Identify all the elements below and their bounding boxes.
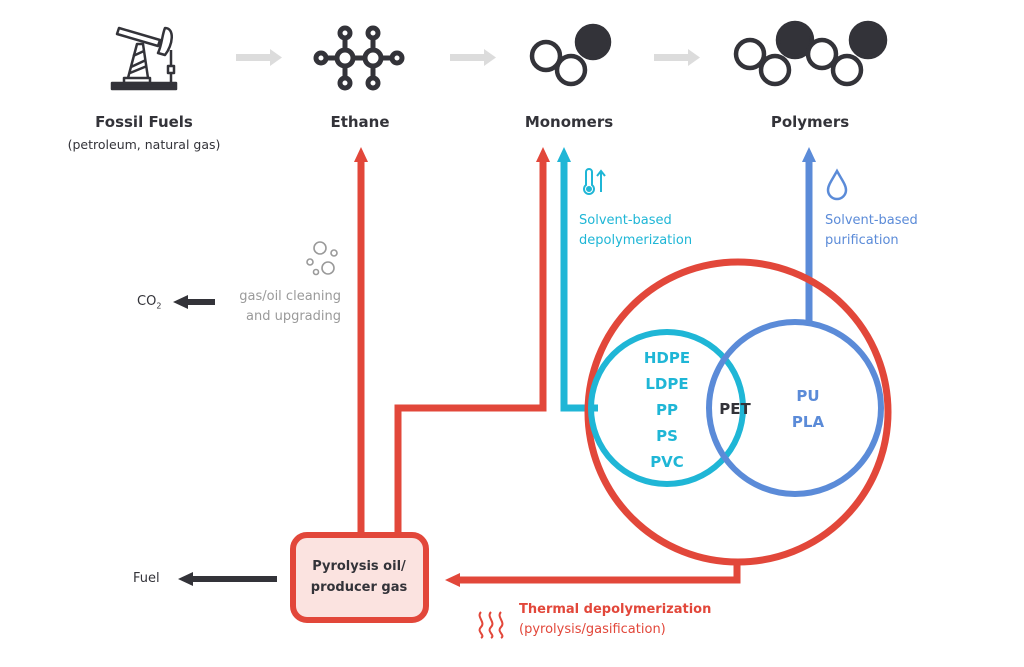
polymer-ldpe: LDPE xyxy=(645,375,689,393)
polymer-pu: PU xyxy=(796,387,820,405)
polymer-pla: PLA xyxy=(791,413,825,431)
venn-circle-solvent-depolymerization xyxy=(588,329,746,487)
stage-title-ethane: Ethane xyxy=(330,113,390,131)
pyrolysis-box xyxy=(290,532,429,623)
stage-title-monomers: Monomers xyxy=(524,113,614,131)
flow-arrow-monomers-polymers xyxy=(654,49,700,66)
flow-arrow-ethane-monomers xyxy=(450,49,496,66)
arrow-to-polymers-blue xyxy=(802,147,816,325)
heat-waves-icon xyxy=(478,611,504,639)
thermal-line1: Thermal depolymerization xyxy=(519,602,712,617)
polymer-pvc: PVC xyxy=(650,453,684,471)
solvent-purification-line1: Solvent-based xyxy=(825,213,918,228)
arrow-to-fuel xyxy=(178,572,277,586)
pyrolysis-box-label: Pyrolysis oil/ producer gas xyxy=(311,556,407,598)
thermometer-up-icon xyxy=(583,168,606,195)
solvent-depolymerization-label: Solvent-based depolymerization xyxy=(579,211,692,251)
polymer-hdpe: HDPE xyxy=(643,349,691,367)
cleaning-line2: and upgrading xyxy=(246,309,341,324)
cleaning-line1: gas/oil cleaning xyxy=(239,289,341,304)
venn-right-items: PU PLA xyxy=(792,383,824,435)
cleaning-label: gas/oil cleaning and upgrading xyxy=(236,287,341,327)
stage-subtitle-fossil-fuels: (petroleum, natural gas) xyxy=(67,137,221,152)
solvent-purification-line2: purification xyxy=(825,233,899,248)
polymer-ps: PS xyxy=(656,427,678,445)
solvent-purification-label: Solvent-based purification xyxy=(825,211,918,251)
polymers-icon xyxy=(733,20,888,87)
thermal-line2: (pyrolysis/gasification) xyxy=(519,622,666,637)
arrow-to-monomers-red xyxy=(394,147,550,535)
box-line2: producer gas xyxy=(310,580,408,595)
venn-left-items: HDPE LDPE PP PS PVC xyxy=(644,345,690,475)
bubbles-icon xyxy=(306,241,338,276)
oil-pump-icon xyxy=(110,26,178,91)
fuel-label: Fuel xyxy=(133,571,160,586)
solvent-depolymerization-line1: Solvent-based xyxy=(579,213,672,228)
polymer-pet: PET xyxy=(719,400,751,418)
ethane-molecule-icon xyxy=(313,25,405,91)
monomers-icon xyxy=(529,23,612,87)
co2-text: CO xyxy=(137,294,157,309)
arrow-to-co2 xyxy=(173,295,215,309)
stage-title-fossil-fuels: Fossil Fuels xyxy=(95,113,193,131)
stage-title-polymers: Polymers xyxy=(770,113,850,131)
venn-circle-solvent-purification xyxy=(706,319,884,497)
flow-arrow-fossil-ethane xyxy=(236,49,282,66)
arrow-to-box xyxy=(445,560,741,587)
thermal-depolymerization-label: Thermal depolymerization (pyrolysis/gasi… xyxy=(519,600,711,640)
co2-label: CO2 xyxy=(137,294,161,311)
co2-subscript: 2 xyxy=(156,301,162,311)
box-line1: Pyrolysis oil/ xyxy=(312,559,406,574)
arrow-to-ethane xyxy=(354,147,368,535)
droplet-icon xyxy=(826,168,848,201)
polymer-pp: PP xyxy=(656,401,678,419)
solvent-depolymerization-line2: depolymerization xyxy=(579,233,693,248)
